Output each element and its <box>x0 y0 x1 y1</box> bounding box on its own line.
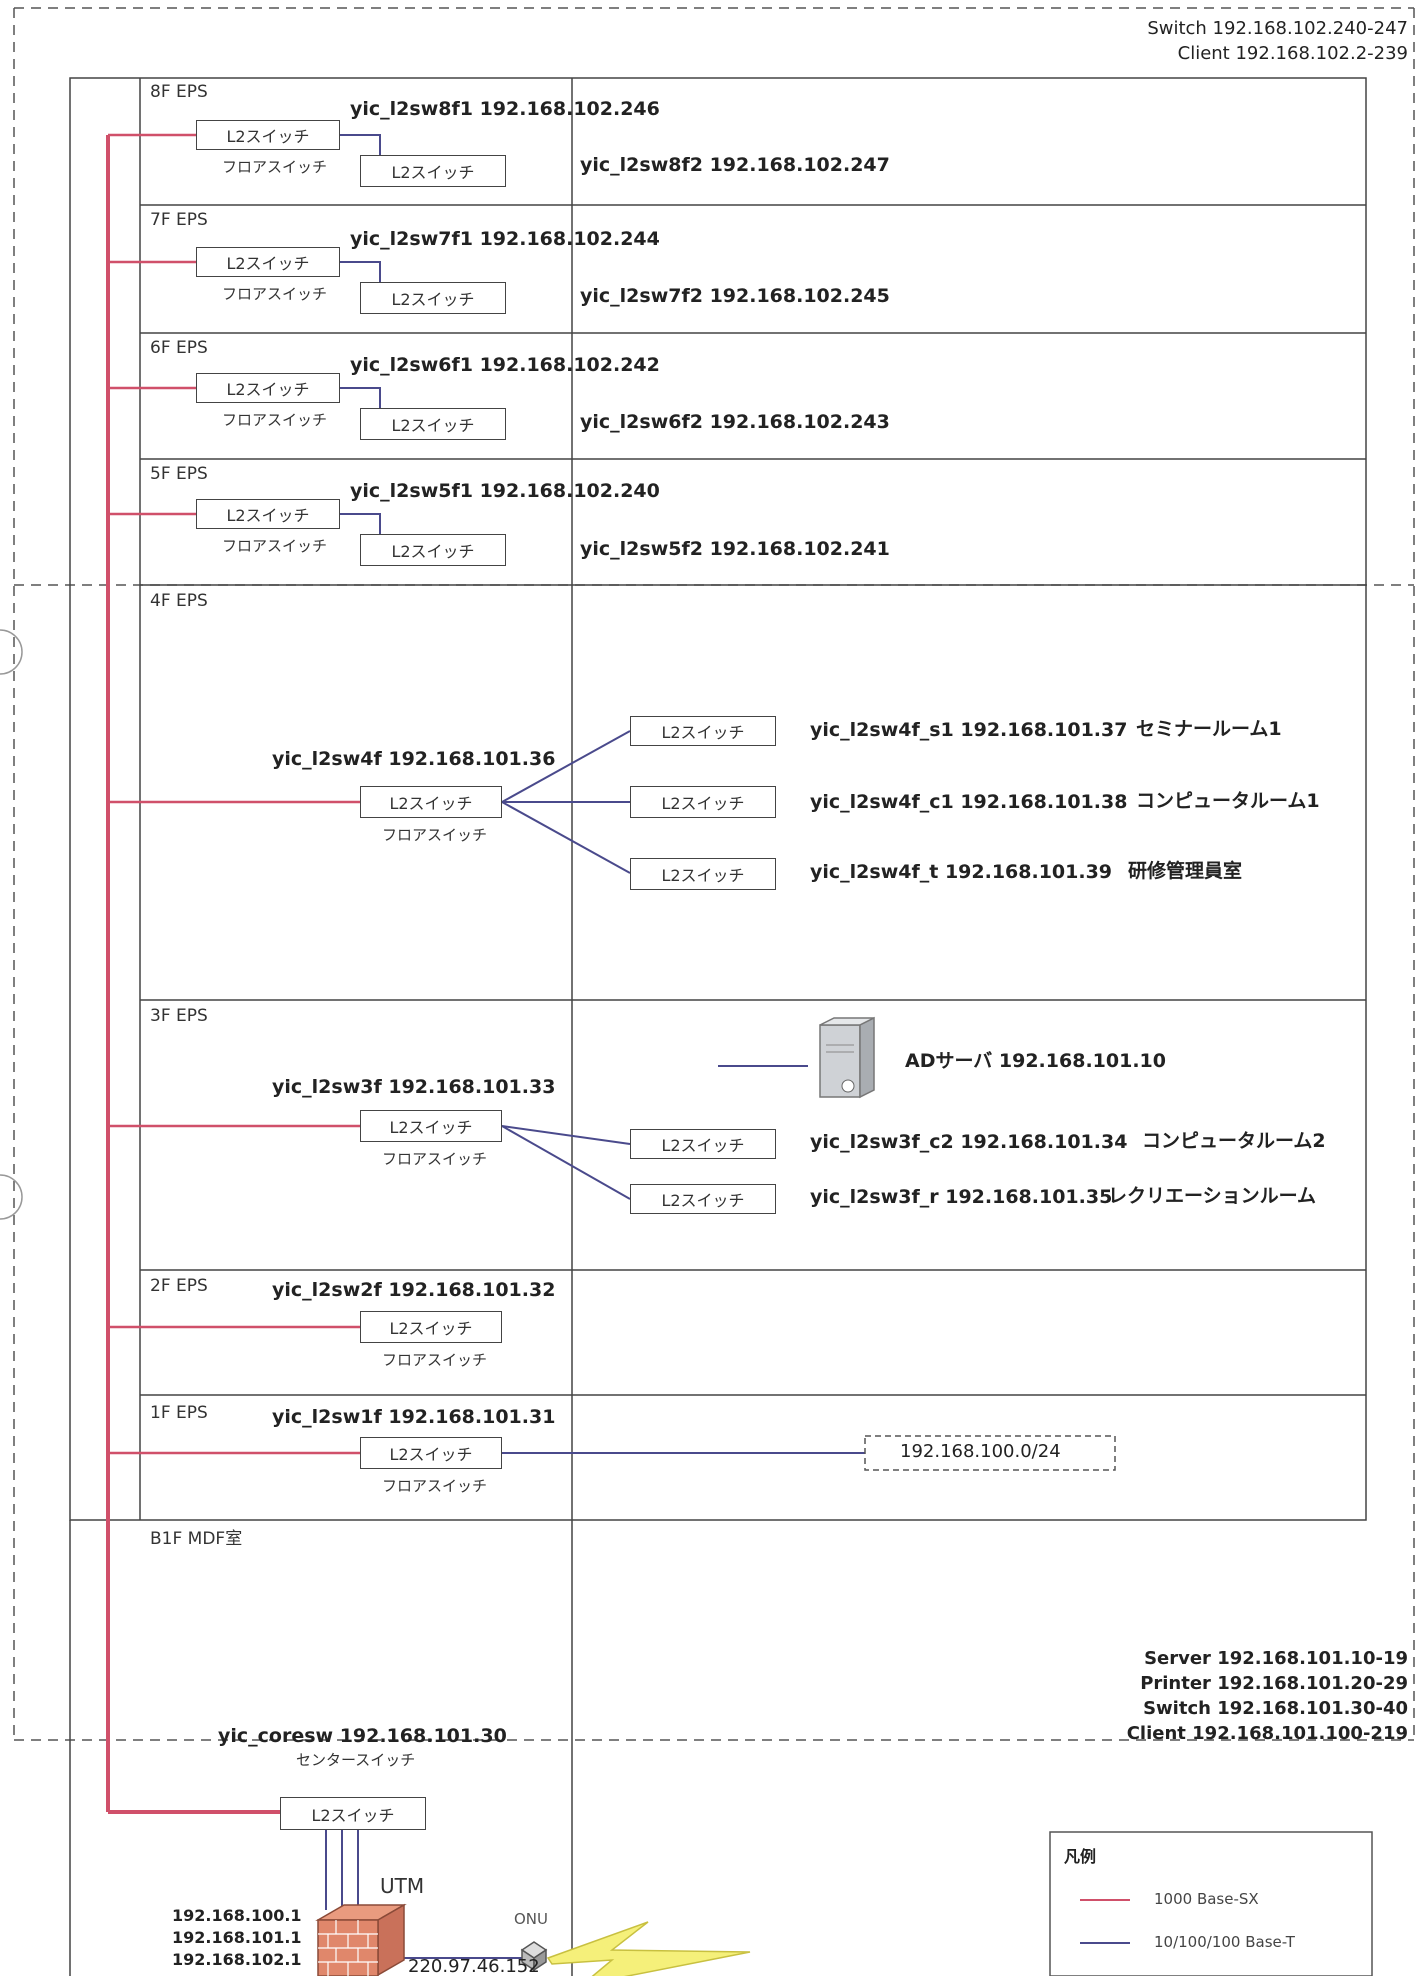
room-name-4f-s1: セミナールーム1 <box>1136 718 1282 740</box>
l2-switch-5f2[interactable]: L2スイッチ <box>360 534 506 566</box>
lightning-icon <box>546 1921 751 1976</box>
room-name-3f-r: レクリエーションルーム <box>1108 1185 1317 1207</box>
switch-name-4f: yic_l2sw4f 192.168.101.36 <box>272 748 556 770</box>
room-name-3f-c2: コンピュータルーム2 <box>1142 1130 1326 1152</box>
fiber-links <box>106 133 360 1814</box>
switch-name-4f-t: yic_l2sw4f_t 192.168.101.39 <box>810 861 1113 883</box>
switch-name-5f1: yic_l2sw5f1 192.168.102.240 <box>350 480 660 502</box>
room-name-4f-c1: コンピュータルーム1 <box>1136 790 1320 812</box>
l2-switch-6f2[interactable]: L2スイッチ <box>360 408 506 440</box>
building-frame <box>69 77 1367 1976</box>
l2-switch-4f-c1[interactable]: L2スイッチ <box>630 786 776 818</box>
l2-switch-4f-t[interactable]: L2スイッチ <box>630 858 776 890</box>
top-ip-ranges: Switch 192.168.102.240-247 Client 192.16… <box>1147 16 1408 66</box>
l2-switch-4f[interactable]: L2スイッチ <box>360 786 502 818</box>
switch-name-1f: yic_l2sw1f 192.168.101.31 <box>272 1406 556 1428</box>
floor-label-2f: 2F EPS <box>150 1276 208 1296</box>
utm-ip-2: 192.168.101.1 <box>172 1928 302 1947</box>
l2-switch-7f1[interactable]: L2スイッチ <box>196 247 340 277</box>
switch-name-4f-s1: yic_l2sw4f_s1 192.168.101.37 <box>810 719 1128 741</box>
firewall-icon <box>315 1903 407 1976</box>
center-switch-caption: センタースイッチ <box>296 1751 416 1769</box>
bottom-ip-ranges: Server 192.168.101.10-19 Printer 192.168… <box>1127 1646 1408 1746</box>
l2-switch-3f-r[interactable]: L2スイッチ <box>630 1184 776 1214</box>
range-line: Client 192.168.102.2-239 <box>1177 43 1408 64</box>
range-line: Switch 192.168.102.240-247 <box>1147 18 1408 39</box>
floor-label-6f: 6F EPS <box>150 338 208 358</box>
floor-label-7f: 7F EPS <box>150 210 208 230</box>
floor-switch-caption: フロアスイッチ <box>382 1477 488 1495</box>
copper-links <box>325 134 865 1959</box>
switch-name-6f2: yic_l2sw6f2 192.168.102.243 <box>580 411 890 433</box>
ad-server-label: ADサーバ 192.168.101.10 <box>905 1050 1166 1072</box>
switch-name-3f-c2: yic_l2sw3f_c2 192.168.101.34 <box>810 1131 1128 1153</box>
floor-switch-caption: フロアスイッチ <box>382 1150 488 1168</box>
utm-label: UTM <box>380 1874 425 1898</box>
range-line: Client 192.168.101.100-219 <box>1126 1723 1408 1744</box>
floor-switch-caption: フロアスイッチ <box>382 826 488 844</box>
switch-name-6f1: yic_l2sw6f1 192.168.102.242 <box>350 354 660 376</box>
switch-name-3f: yic_l2sw3f 192.168.101.33 <box>272 1076 556 1098</box>
range-line: Printer 192.168.101.20-29 <box>1140 1673 1408 1694</box>
legend-copper-label: 10/100/100 Base-T <box>1154 1933 1295 1951</box>
l2-switch-8f1[interactable]: L2スイッチ <box>196 120 340 150</box>
floor-switch-caption: フロアスイッチ <box>382 1351 488 1369</box>
l2-switch-5f1[interactable]: L2スイッチ <box>196 499 340 529</box>
l2-switch-4f-s1[interactable]: L2スイッチ <box>630 716 776 746</box>
legend-box <box>1049 1831 1373 1976</box>
l2-switch-core[interactable]: L2スイッチ <box>280 1797 426 1830</box>
floor-label-8f: 8F EPS <box>150 82 208 102</box>
l2-switch-6f1[interactable]: L2スイッチ <box>196 373 340 403</box>
wan-ip-label: 220.97.46.152 <box>408 1956 540 1977</box>
floor-switch-caption: フロアスイッチ <box>222 158 328 176</box>
floor-switch-caption: フロアスイッチ <box>222 537 328 555</box>
server-icon <box>819 1016 875 1099</box>
l2-switch-8f2[interactable]: L2スイッチ <box>360 155 506 187</box>
switch-name-5f2: yic_l2sw5f2 192.168.102.241 <box>580 538 890 560</box>
l2-switch-3f[interactable]: L2スイッチ <box>360 1110 502 1142</box>
core-switch-name: yic_coresw 192.168.101.30 <box>218 1725 507 1747</box>
binder-holes <box>0 629 23 1220</box>
network-address: 192.168.100.0/24 <box>900 1441 1061 1462</box>
floor-switch-caption: フロアスイッチ <box>222 411 328 429</box>
range-line: Switch 192.168.101.30-40 <box>1143 1698 1408 1719</box>
network-dashed-box <box>864 1435 1116 1471</box>
room-name-4f-t: 研修管理員室 <box>1128 860 1243 882</box>
switch-name-8f1: yic_l2sw8f1 192.168.102.246 <box>350 98 660 120</box>
l2-switch-2f[interactable]: L2スイッチ <box>360 1311 502 1343</box>
range-line: Server 192.168.101.10-19 <box>1144 1648 1408 1669</box>
l2-switch-1f[interactable]: L2スイッチ <box>360 1437 502 1469</box>
floor-label-1f: 1F EPS <box>150 1403 208 1423</box>
onu-label: ONU <box>514 1910 549 1928</box>
floor-switch-caption: フロアスイッチ <box>222 285 328 303</box>
utm-ip-1: 192.168.100.1 <box>172 1906 302 1925</box>
legend-fiber-label: 1000 Base-SX <box>1154 1890 1259 1908</box>
floor-label-5f: 5F EPS <box>150 464 208 484</box>
switch-name-2f: yic_l2sw2f 192.168.101.32 <box>272 1279 556 1301</box>
l2-switch-7f2[interactable]: L2スイッチ <box>360 282 506 314</box>
utm-ip-3: 192.168.102.1 <box>172 1950 302 1969</box>
switch-name-4f-c1: yic_l2sw4f_c1 192.168.101.38 <box>810 791 1128 813</box>
switch-name-7f1: yic_l2sw7f1 192.168.102.244 <box>350 228 660 250</box>
onu-icon <box>520 1941 548 1972</box>
switch-name-3f-r: yic_l2sw3f_r 192.168.101.35 <box>810 1186 1113 1208</box>
floor-label-3f: 3F EPS <box>150 1006 208 1026</box>
floor-label-b1f: B1F MDF室 <box>150 1529 243 1549</box>
switch-name-8f2: yic_l2sw8f2 192.168.102.247 <box>580 154 890 176</box>
l2-switch-3f-c2[interactable]: L2スイッチ <box>630 1129 776 1159</box>
switch-name-7f2: yic_l2sw7f2 192.168.102.245 <box>580 285 890 307</box>
floor-label-4f: 4F EPS <box>150 591 208 611</box>
legend-title: 凡例 <box>1064 1847 1097 1866</box>
